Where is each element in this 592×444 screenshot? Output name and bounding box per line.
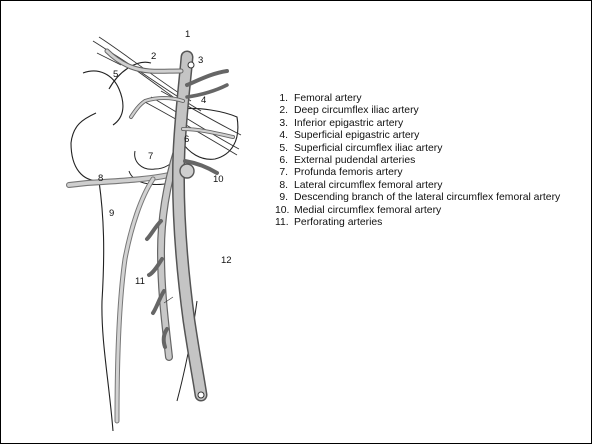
figure-label-2: 2 (151, 51, 156, 62)
figure-label-11: 11 (135, 276, 145, 287)
legend-text: Superficial circumflex iliac artery (288, 143, 576, 155)
femur-outline (71, 113, 113, 431)
legend-text: External pudendal arteries (288, 155, 576, 167)
medial-circumflex-femoral-artery (180, 164, 194, 178)
legend-number: 2. (275, 105, 288, 117)
legend-item: 4.Superficial epigastric artery (275, 130, 576, 142)
legend-number: 1. (275, 93, 288, 105)
legend-item: 8.Lateral circumflex femoral artery (275, 180, 576, 192)
legend-number: 5. (275, 143, 288, 155)
legend-text: Descending branch of the lateral circumf… (288, 192, 576, 204)
legend-text: Femoral artery (288, 93, 576, 105)
legend-list: 1.Femoral artery 2.Deep circumflex iliac… (275, 93, 576, 229)
legend-text: Profunda femoris artery (288, 167, 576, 179)
figure-label-6: 6 (184, 134, 189, 145)
legend-item: 10.Medial circumflex femoral artery (275, 205, 576, 217)
legend-text: Medial circumflex femoral artery (288, 205, 576, 217)
legend-number: 10. (275, 205, 288, 217)
legend-text: Inferior epigastric artery (288, 118, 576, 130)
figure-label-8: 8 (98, 173, 103, 184)
legend-item: 3.Inferior epigastric artery (275, 118, 576, 130)
figure-label-12: 12 (221, 255, 232, 266)
legend-item: 5.Superficial circumflex iliac artery (275, 143, 576, 155)
figure-label-3: 3 (198, 55, 203, 66)
legend-item: 2.Deep circumflex iliac artery (275, 105, 576, 117)
legend-text: Deep circumflex iliac artery (288, 105, 576, 117)
legend-item: 1.Femoral artery (275, 93, 576, 105)
legend-number: 4. (275, 130, 288, 142)
figure-label-1: 1 (185, 29, 190, 40)
legend-number: 9. (275, 192, 288, 204)
figure-label-4: 4 (201, 95, 206, 106)
femoral-artery-illustration: 1 2 3 4 5 6 7 8 9 10 11 12 (1, 1, 271, 443)
legend-number: 7. (275, 167, 288, 179)
legend-number: 11. (275, 217, 288, 229)
figure-label-5: 5 (113, 69, 118, 80)
legend-number: 8. (275, 180, 288, 192)
legend-text: Superficial epigastric artery (288, 130, 576, 142)
legend-item: 11.Perforating arteries (275, 217, 576, 229)
legend-item: 7.Profunda femoris artery (275, 167, 576, 179)
legend-item: 6.External pudendal arteries (275, 155, 576, 167)
legend-number: 6. (275, 155, 288, 167)
figure-label-9: 9 (109, 208, 114, 219)
legend-text: Perforating arteries (288, 217, 576, 229)
figure-label-10: 10 (213, 174, 224, 185)
legend-number: 3. (275, 118, 288, 130)
figure-label-7: 7 (148, 151, 153, 162)
legend-item: 9.Descending branch of the lateral circu… (275, 192, 576, 204)
legend-text: Lateral circumflex femoral artery (288, 180, 576, 192)
